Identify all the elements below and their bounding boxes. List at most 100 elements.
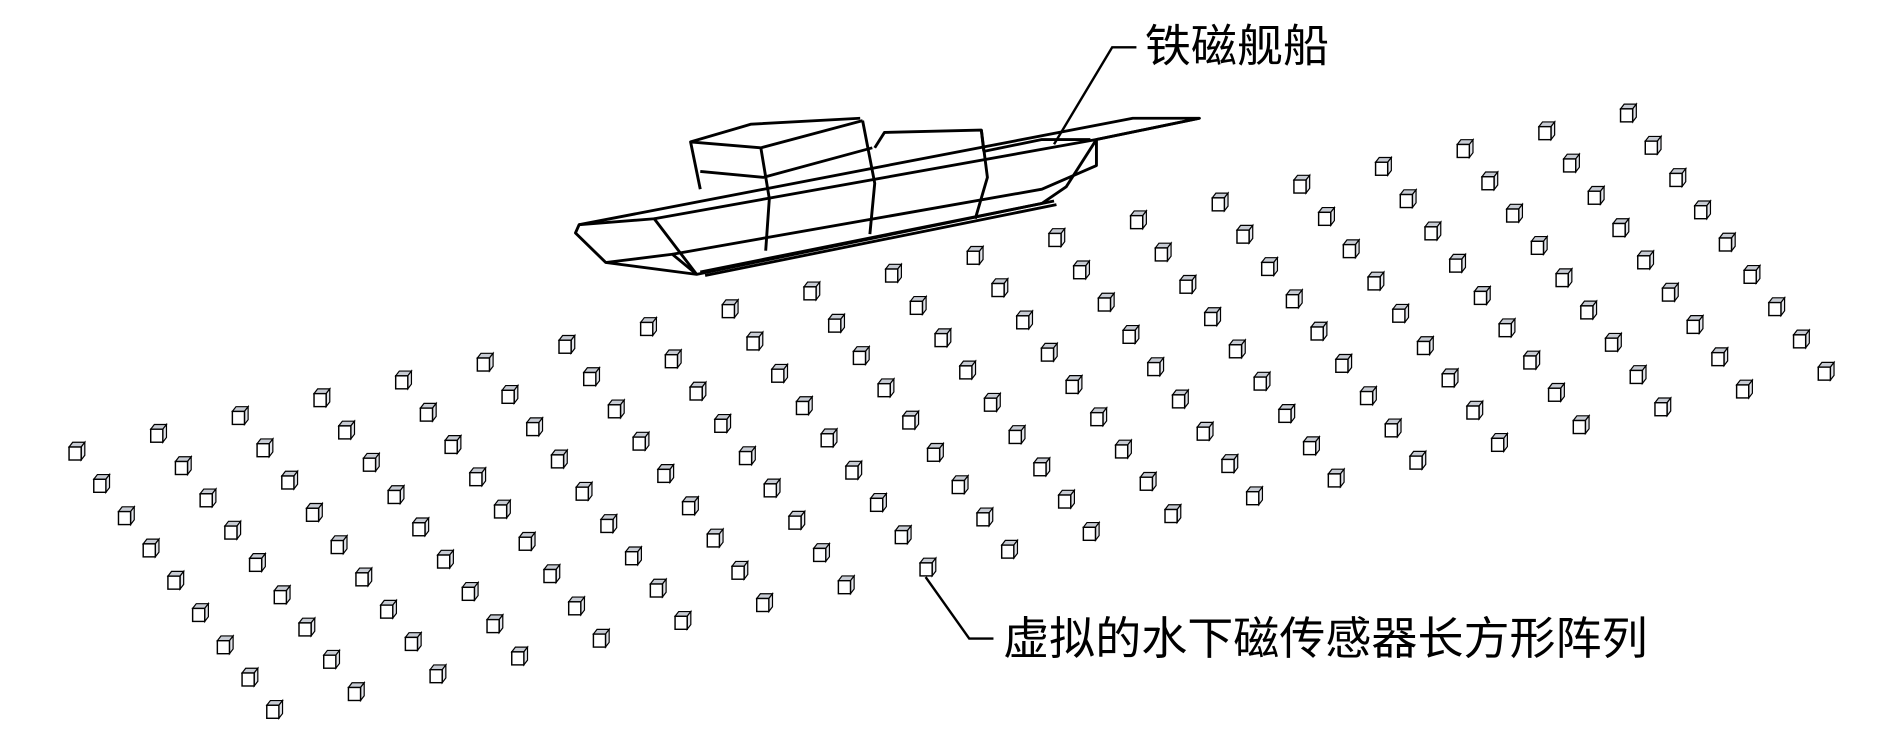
sensor-cube	[884, 262, 903, 284]
sensor-cube	[958, 359, 977, 381]
sensor-cube	[1653, 396, 1672, 418]
sensor-cube	[117, 505, 136, 527]
sensor-cube	[1196, 420, 1215, 442]
sensor-cube	[166, 569, 185, 591]
sensor-cube	[649, 577, 668, 599]
sensor-cube-front	[476, 357, 491, 372]
sensor-cube-front	[1221, 458, 1235, 474]
sensor-cube	[92, 472, 111, 495]
sensor-cube-front	[1735, 384, 1750, 399]
sensor-cube	[713, 412, 732, 435]
sensor-cube	[468, 466, 487, 488]
sensor-cube-front	[1481, 176, 1495, 191]
sensor-cube	[1465, 399, 1484, 421]
sensor-cube	[1473, 284, 1492, 307]
sensor-cube-front	[1359, 390, 1374, 406]
sensor-cube	[443, 433, 463, 456]
sensor-cube-front	[681, 500, 696, 516]
sensor-cube-front	[526, 421, 540, 437]
sensor-cube-front	[1817, 366, 1832, 381]
sensor-cube	[1505, 202, 1524, 224]
sensor-cube-front	[355, 572, 369, 587]
sensor-cube	[1399, 188, 1418, 210]
sensor-cube	[1441, 367, 1460, 389]
sensor-cube-front	[1204, 311, 1218, 327]
sensor-cube	[1416, 334, 1435, 357]
sensor-cube-front	[241, 672, 255, 687]
sensor-cube	[918, 556, 938, 578]
sensor-cube-front	[248, 557, 263, 573]
sensor-cube-front	[1523, 355, 1537, 370]
sensor-cube-front	[1293, 179, 1307, 194]
sensor-cube	[770, 362, 789, 384]
sensor-cube	[1047, 226, 1066, 249]
sensor-cube-front	[1409, 455, 1423, 470]
sensor-cube-front	[444, 439, 458, 455]
sensor-cube-front	[771, 368, 785, 383]
sensor-cube-front	[1399, 193, 1414, 209]
sensor-cube-front	[469, 471, 483, 487]
sensor-cube-front	[714, 418, 728, 433]
sensor-cube-front	[1342, 243, 1357, 259]
sensor-cube-front	[1196, 426, 1211, 441]
sensor-cube-front	[167, 575, 181, 590]
sensor-cube-front	[338, 425, 352, 440]
sensor-cube-front	[1629, 369, 1644, 385]
sensor-cube-front	[305, 507, 320, 522]
ship-keel-line-2	[704, 203, 1057, 277]
sensor-cube	[273, 584, 292, 606]
sensor-cube-front	[582, 371, 597, 387]
sensor-cube-front	[1718, 237, 1733, 252]
sensor-cube	[592, 627, 611, 649]
sensor-cube-front	[639, 321, 654, 337]
sensor-cube-front	[1374, 161, 1389, 176]
sensor-cube-front	[1129, 214, 1144, 230]
sensor-cube-front	[788, 515, 802, 530]
sensor-cube-front	[827, 318, 842, 333]
bridge-edge	[759, 147, 771, 251]
bridge-rear	[861, 120, 877, 235]
sensor-cube	[1228, 338, 1247, 360]
sensor-cube	[844, 459, 863, 481]
sensor-cube-front	[1057, 494, 1072, 509]
sensor-cube-front	[1171, 394, 1186, 409]
sensor-cube	[255, 437, 275, 459]
sensor-cube	[1374, 155, 1393, 178]
sensor-cube	[1260, 255, 1279, 278]
sensor-cube	[1456, 137, 1475, 160]
ferromagnetic-ship	[574, 116, 1201, 277]
sensor-cube-front	[592, 633, 607, 648]
sensor-cube-front	[664, 353, 679, 369]
sensor-cube-front	[330, 539, 345, 555]
sensor-cube	[280, 469, 299, 491]
sensor-cube	[1530, 234, 1549, 257]
bridge-mid	[700, 146, 873, 179]
ship-keel-line	[699, 199, 1055, 274]
sensor-cube-front	[966, 250, 981, 265]
ship-leader-line	[1052, 46, 1137, 145]
sensor-cube-front	[1278, 408, 1292, 424]
sensor-cube	[216, 634, 235, 656]
sensor-cube	[1000, 538, 1019, 560]
sensor-cube-front	[884, 268, 899, 283]
sensor-cube	[557, 333, 576, 355]
sensor-cube	[1245, 485, 1264, 507]
sensor-cube	[582, 365, 601, 388]
sensor-cube-front	[379, 604, 394, 619]
sensor-cube-front	[1082, 526, 1097, 542]
sensor-cube	[476, 351, 495, 373]
sensor-cube	[461, 580, 480, 603]
sensor-cube	[819, 427, 839, 449]
sensor-cube-front	[1498, 322, 1513, 338]
sensor-cube-front	[919, 562, 933, 577]
sensor-cube-front	[224, 525, 238, 540]
sensor-cube	[1139, 470, 1158, 492]
sensor-cube	[550, 448, 569, 470]
sensor-cube	[1089, 406, 1108, 428]
sensor-cube-front	[1211, 197, 1226, 212]
sensor-cube-front	[1768, 301, 1782, 317]
sensor-cube	[574, 480, 594, 502]
sensor-cube-front	[1147, 361, 1161, 377]
sensor-cube	[1064, 373, 1084, 396]
sensor-cube-front	[649, 583, 664, 598]
